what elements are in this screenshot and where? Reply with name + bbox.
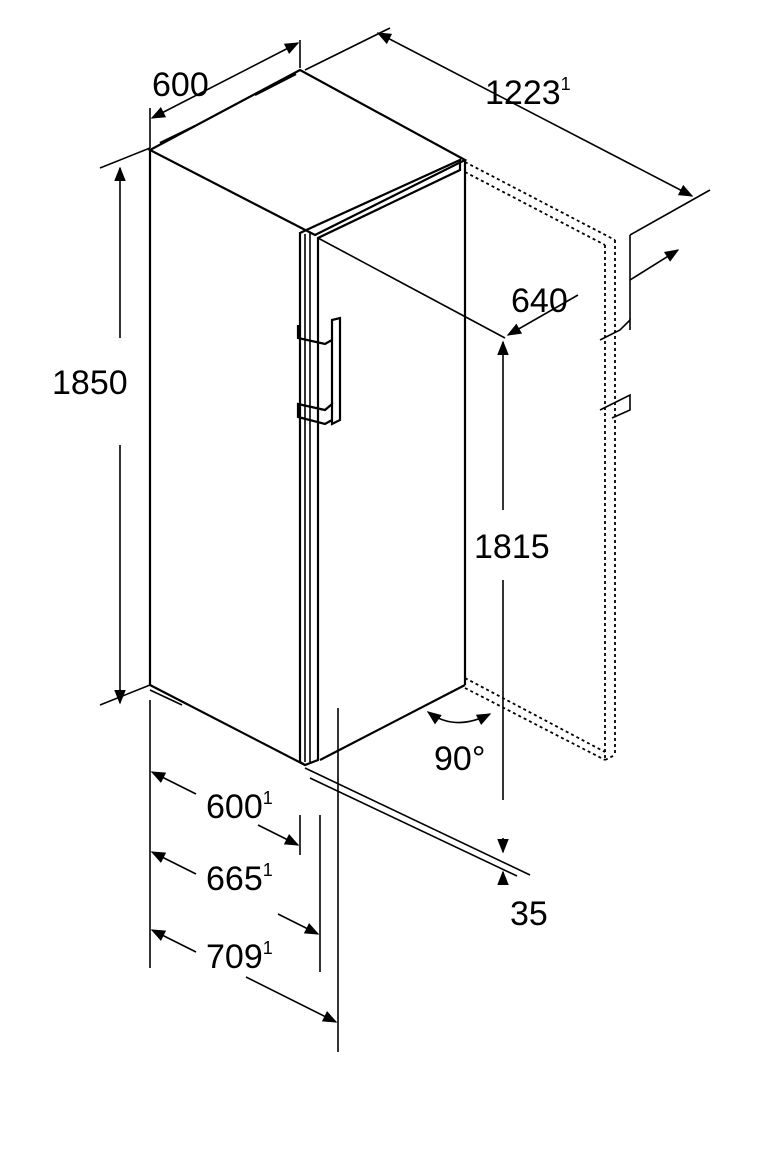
dim-depth-665 xyxy=(150,851,320,935)
dim-height xyxy=(99,147,151,706)
open-door-outline xyxy=(464,161,631,761)
door xyxy=(298,158,462,767)
dim-gap xyxy=(304,767,531,885)
label-height: 1850 xyxy=(52,364,128,402)
dim-recess-depth xyxy=(317,235,680,339)
door-handle xyxy=(296,316,342,426)
dim-total-depth-open xyxy=(304,27,711,236)
label-depth-600: 6001 xyxy=(206,788,273,826)
dim-door-angle xyxy=(426,711,492,726)
label-recess-depth: 640 xyxy=(511,282,568,320)
dim-depth-extension-lines xyxy=(149,700,339,1052)
dim-top-width xyxy=(149,40,301,148)
dim-depth-600 xyxy=(150,771,300,846)
label-gap: 35 xyxy=(510,895,548,933)
label-total-depth-open: 12231 xyxy=(485,74,571,112)
label-depth-709: 7091 xyxy=(206,938,273,976)
dim-depth-709 xyxy=(150,929,338,1023)
label-door-height: 1815 xyxy=(474,528,550,566)
label-door-angle: 90° xyxy=(434,740,485,778)
label-depth-665: 6651 xyxy=(206,860,273,898)
label-top-width: 600 xyxy=(152,66,209,104)
cabinet-body xyxy=(147,68,468,766)
